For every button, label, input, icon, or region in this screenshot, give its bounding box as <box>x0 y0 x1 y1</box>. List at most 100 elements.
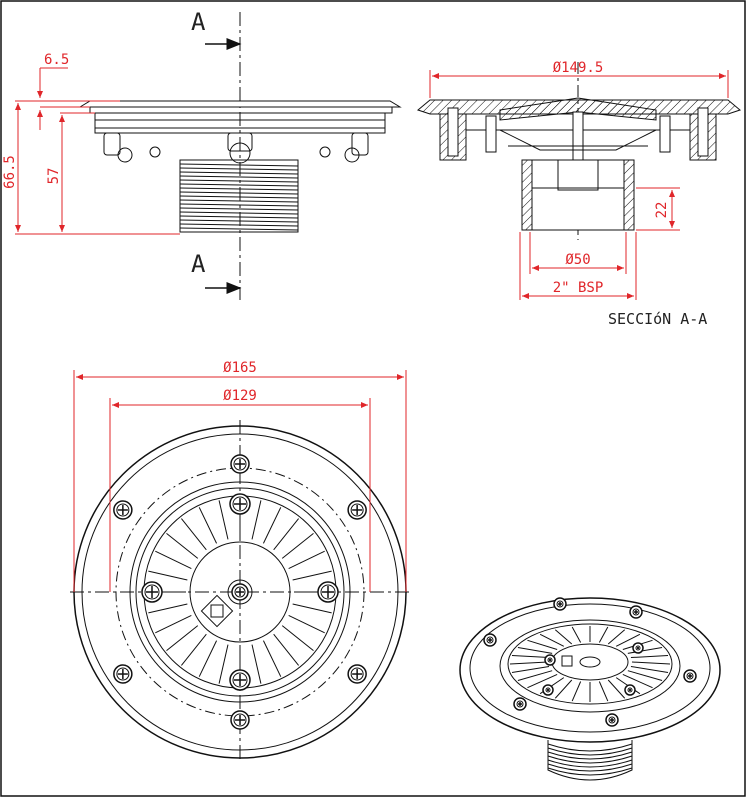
thread-line <box>547 763 633 772</box>
grate-spoke <box>166 625 199 651</box>
side-view <box>78 12 402 300</box>
section-title: SECCIóN A-A <box>608 310 707 328</box>
screw-icon <box>513 697 527 711</box>
grate-spoke <box>292 570 332 581</box>
grate-spoke <box>181 633 207 666</box>
grate-spoke <box>288 550 325 570</box>
section-view-dimensions <box>429 70 729 300</box>
side-center-boss <box>229 142 251 164</box>
dim-body-height-label: 57 <box>46 168 62 185</box>
side-flange-lip <box>89 106 393 114</box>
dim-flange-label: 6.5 <box>44 52 69 68</box>
section-view <box>416 62 742 240</box>
grate-spoke <box>218 500 229 540</box>
dim-thread-depth-label: 22 <box>654 202 670 219</box>
thread-line <box>547 767 633 776</box>
grate-spoke <box>251 500 262 540</box>
grate-spoke <box>517 670 553 681</box>
grate-spoke <box>509 661 549 665</box>
grate-spoke <box>571 681 582 702</box>
top-screws <box>113 454 367 730</box>
screw-icon <box>141 581 163 603</box>
side-flange <box>78 100 402 108</box>
thread-line <box>179 223 299 227</box>
grate-spoke <box>155 614 192 634</box>
top-logo-icon <box>200 594 234 628</box>
grate-spoke <box>517 647 553 654</box>
screw-icon <box>683 669 697 683</box>
screw-icon <box>605 713 619 727</box>
iso-screws <box>483 597 697 727</box>
grate-spoke <box>527 639 558 651</box>
grate-spoke <box>148 570 188 581</box>
grate-spoke <box>198 507 218 544</box>
grate-spoke <box>630 665 669 673</box>
grate-spoke <box>631 661 671 665</box>
grate-spoke <box>622 674 653 689</box>
thread-line <box>179 203 299 207</box>
side-boss <box>103 132 121 156</box>
screw-icon <box>230 710 250 730</box>
grate-spoke <box>281 625 314 651</box>
screw-icon <box>624 684 636 696</box>
grate-spoke <box>218 644 229 684</box>
top-grate-hub <box>189 541 291 643</box>
grate-spoke <box>148 603 188 614</box>
grate-spoke <box>598 626 609 643</box>
thread-line <box>179 195 299 199</box>
thread-line <box>179 179 299 183</box>
thread-line <box>179 187 299 191</box>
top-grate-spokes <box>146 498 334 686</box>
grate-spoke <box>571 626 582 643</box>
side-boss <box>351 132 369 156</box>
thread-line <box>179 183 299 187</box>
side-thread-lines <box>179 163 299 231</box>
thread-line <box>179 199 299 203</box>
dim-thread-label: 2" BSP <box>553 280 604 296</box>
screw-icon <box>317 581 339 603</box>
thread-line <box>179 211 299 215</box>
grate-spoke <box>292 603 332 614</box>
screw-icon <box>231 583 249 601</box>
screw-icon <box>544 654 556 666</box>
section-marker-top: A <box>191 8 206 36</box>
iso-grate <box>507 623 673 705</box>
screw-icon <box>347 664 367 684</box>
screw-icon <box>347 500 367 520</box>
top-view-dimensions <box>73 370 407 592</box>
thread-line <box>179 163 299 167</box>
grate-spoke <box>511 655 550 659</box>
thread-line <box>547 755 633 764</box>
side-boss-foot <box>117 147 133 163</box>
grate-spoke <box>511 665 550 673</box>
grate-spoke <box>554 679 573 699</box>
grate-spoke <box>607 629 626 645</box>
dim-section-outer-label: Ø149.5 <box>553 60 604 76</box>
thread-line <box>179 207 299 211</box>
dim-top-outer-label: Ø165 <box>223 360 257 376</box>
thread-line <box>547 751 633 760</box>
grate-spoke <box>251 644 262 684</box>
side-view-dimensions <box>15 67 180 235</box>
section-marker-bottom: A <box>191 250 206 278</box>
grate-spoke <box>598 681 609 702</box>
grate-spoke <box>181 518 207 551</box>
grate-spoke <box>166 533 199 559</box>
grate-spoke <box>630 655 669 659</box>
grate-spoke <box>281 533 314 559</box>
screw-icon <box>229 669 251 691</box>
grate-spoke <box>627 647 663 654</box>
grate-spoke <box>627 670 663 681</box>
grate-spoke <box>273 518 299 551</box>
section-thread-body <box>521 159 635 231</box>
screw-icon <box>230 454 250 474</box>
thread-line <box>179 219 299 223</box>
screw-icon <box>542 684 554 696</box>
grate-spoke <box>554 629 573 645</box>
screw-icon <box>483 633 497 647</box>
screw-icon <box>629 605 643 619</box>
thread-line <box>179 175 299 179</box>
